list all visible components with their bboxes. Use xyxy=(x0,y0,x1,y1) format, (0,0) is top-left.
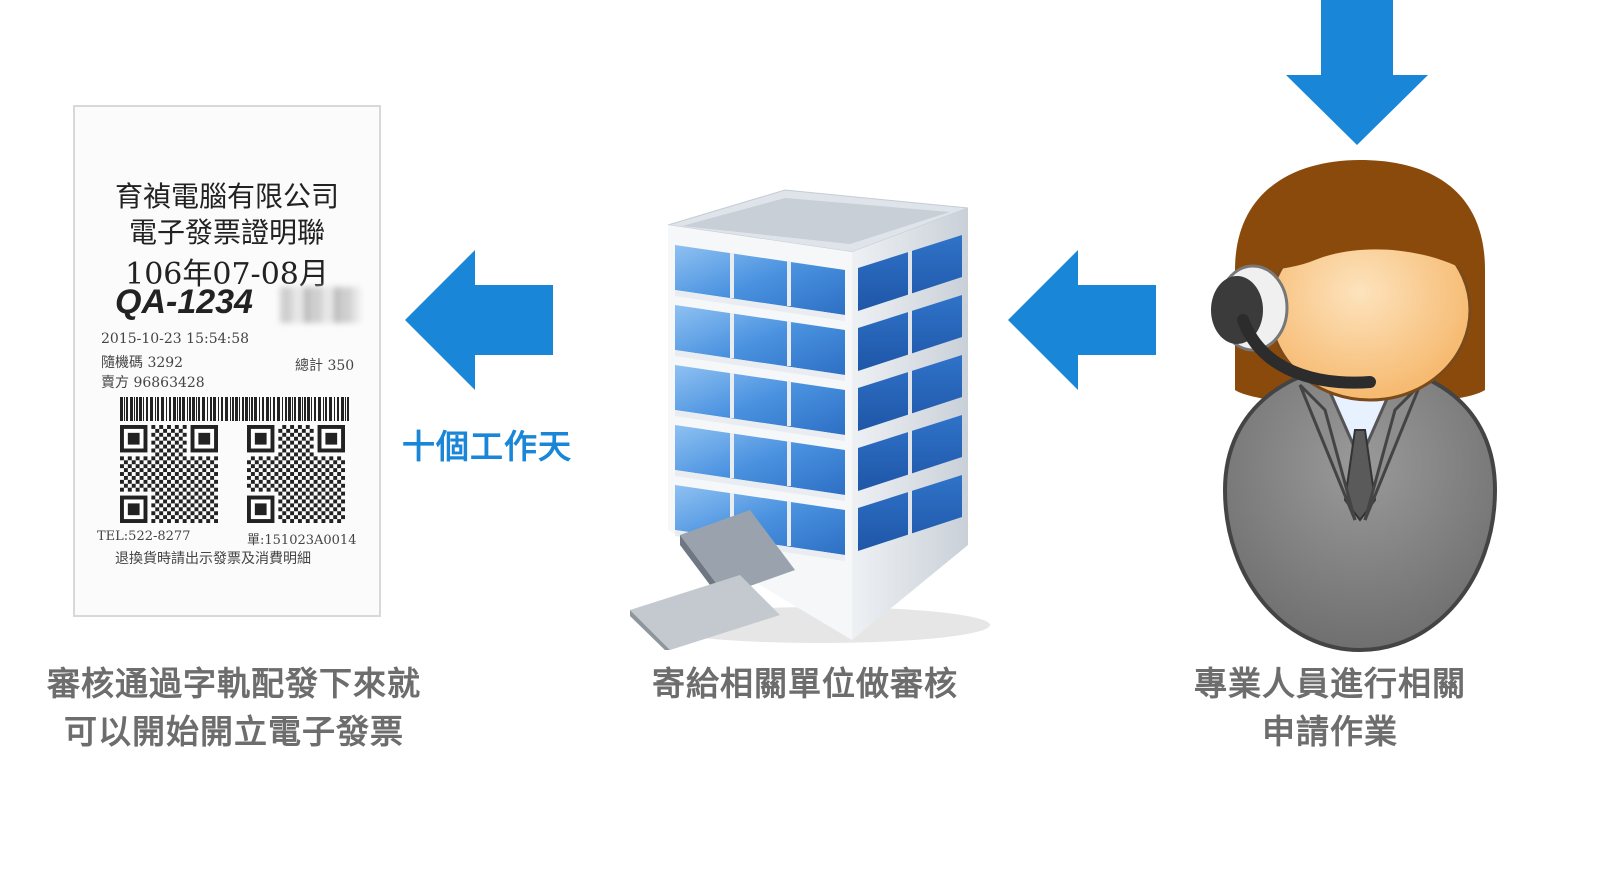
receipt-invoice-number: QA-1234 xyxy=(115,283,253,321)
step-caption-send-for-review: 寄給相關單位做審核 xyxy=(610,660,1000,708)
arrow-down-icon xyxy=(1286,0,1428,145)
caption-line: 專業人員進行相關 xyxy=(1194,664,1466,703)
receipt-company: 育禎電腦有限公司 xyxy=(114,180,339,213)
barcode-icon xyxy=(120,397,349,421)
arrow-left-icon xyxy=(1008,250,1156,390)
caption-line: 可以開始開立電子發票 xyxy=(64,712,404,751)
step-caption-issue-invoice: 審核通過字軌配發下來就 可以開始開立電子發票 xyxy=(24,660,444,756)
receipt-doc-title: 電子發票證明聯 xyxy=(128,216,325,249)
qr-code-left-icon xyxy=(120,425,218,523)
e-invoice-receipt: 育禎電腦有限公司 電子發票證明聯 106年07-08月 QA-1234 2015… xyxy=(73,105,381,617)
receipt-order-number: 單:151023A0014 xyxy=(247,533,357,548)
receipt-return-note: 退換貨時請出示發票及消費明細 xyxy=(115,551,311,567)
support-agent-icon xyxy=(1211,160,1498,653)
receipt-period: 106年07-08月 xyxy=(125,257,329,292)
caption-line: 寄給相關單位做審核 xyxy=(652,664,958,703)
receipt-random-code: 隨機碼 3292 xyxy=(101,355,184,371)
receipt-blurred-digits xyxy=(280,287,360,323)
receipt-tel: TEL:522-8277 xyxy=(97,529,191,544)
receipt-datetime: 2015-10-23 15:54:58 xyxy=(101,331,250,347)
duration-note: 十個工作天 xyxy=(402,427,572,466)
caption-line: 審核通過字軌配發下來就 xyxy=(47,664,421,703)
step-caption-professional-application: 專業人員進行相關 申請作業 xyxy=(1170,660,1490,756)
office-building-icon xyxy=(630,189,990,650)
arrow-left-icon xyxy=(405,250,553,390)
qr-code-right-icon xyxy=(247,425,345,523)
receipt-total: 總計 350 xyxy=(295,358,355,374)
caption-line: 申請作業 xyxy=(1262,712,1398,751)
receipt-seller: 賣方 96863428 xyxy=(101,375,205,391)
